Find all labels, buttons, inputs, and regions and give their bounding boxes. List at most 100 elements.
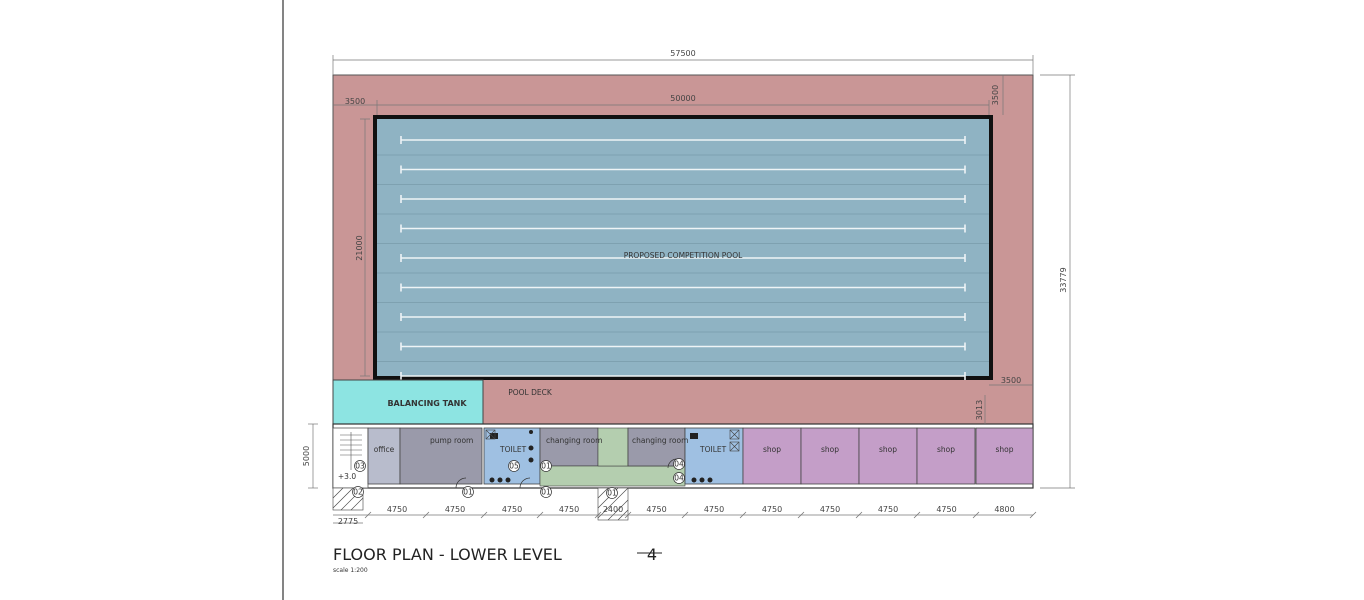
balancing-tank-label: BALANCING TANK [387, 399, 467, 408]
dim-tick [739, 511, 747, 519]
shop-room [858, 427, 918, 485]
door-tag: 01 [462, 486, 474, 498]
door-tag-label: 01 [541, 462, 551, 471]
dimension-lines [308, 55, 1075, 524]
dim-top-margin: 3500 [991, 85, 1000, 105]
bay-dimension: 4750 [820, 505, 840, 514]
cubicle-marks [485, 429, 740, 452]
corridor [539, 465, 686, 487]
office-room [367, 427, 401, 485]
dim-lower-left: 5000 [302, 446, 311, 466]
lane-rope [377, 195, 989, 215]
door-arc [455, 477, 467, 489]
pool-deck-label: POOL DECK [508, 388, 553, 397]
drawing-title: FLOOR PLAN - LOWER LEVEL [333, 545, 562, 564]
door-tag: 03 [354, 460, 366, 472]
door-tag-label: 04 [674, 460, 684, 469]
shop-room [800, 427, 860, 485]
dim-tick [624, 511, 632, 519]
dim-tick [422, 511, 430, 519]
pump-room [399, 427, 483, 485]
bay-dimension: 4750 [445, 505, 465, 514]
dim-tick [364, 511, 372, 519]
dim-tick [681, 511, 689, 519]
lane-rope [377, 136, 989, 156]
shop-label: shop [821, 445, 839, 454]
dim-tick [913, 511, 921, 519]
shop-room [742, 427, 802, 485]
dim-tick [1029, 511, 1037, 519]
dim-pool-length: 50000 [670, 94, 695, 103]
door-arc [519, 477, 531, 489]
pool-label: PROPOSED COMPETITION POOL [624, 251, 743, 260]
pool-lanes [377, 136, 989, 380]
lane-rope [377, 254, 989, 274]
door-tags: 03 02 01 01 05 01 01 04 04 [352, 458, 685, 499]
bay-dimension: 4750 [878, 505, 898, 514]
shop-label: shop [937, 445, 955, 454]
door-tag-label: 01 [541, 488, 551, 497]
dim-tick [536, 511, 544, 519]
dim-tick [594, 511, 602, 519]
lane-rope [377, 165, 989, 185]
door-tag: 02 [352, 486, 364, 498]
pump-room-label: pump room [430, 436, 473, 445]
changing-left-room [539, 427, 599, 467]
bay-dimension: 4750 [646, 505, 666, 514]
stair-treads [340, 432, 362, 470]
dim-tick [480, 511, 488, 519]
dim-tick [855, 511, 863, 519]
door-tag-label: 04 [674, 474, 684, 483]
dim-tick [797, 511, 805, 519]
changing-right-label: changing room [632, 436, 688, 445]
drawing-scale: scale 1:200 [333, 567, 368, 574]
stair-up-label: +3.0 [338, 472, 356, 481]
bay-dimension: 4750 [559, 505, 579, 514]
door-tag-label: 01 [607, 489, 617, 498]
dim-right-margin: 3500 [1001, 376, 1021, 385]
door-tag: 01 [540, 460, 552, 472]
shop-room [975, 427, 1034, 485]
bay-dimension: 4750 [704, 505, 724, 514]
door-tag-label: 02 [353, 488, 363, 497]
dim-overall-width: 57500 [670, 49, 695, 58]
bay-dimension: 4750 [936, 505, 956, 514]
lane-rope [400, 372, 966, 380]
balancing-tank-room [332, 379, 484, 425]
lane-rope [377, 342, 989, 362]
entrance-corridor [597, 427, 629, 467]
door-tag-label: 05 [509, 462, 519, 471]
bay-dimensions: 4750 4750 4750 4750 2400 4750 4750 4750 4750 4750… [387, 505, 1015, 514]
door-tag: 04 [673, 458, 685, 470]
door-tag: 04 [673, 472, 685, 484]
lane-rope [377, 313, 989, 333]
shop-label: shop [995, 445, 1013, 454]
door-tag: 05 [508, 460, 520, 472]
office-label: office [374, 445, 395, 454]
changing-left-label: changing room [546, 436, 602, 445]
door-tag: 01 [606, 487, 618, 499]
dim-left-margin: 3500 [345, 97, 365, 106]
bay-dimension: 4750 [502, 505, 522, 514]
shop-label: shop [763, 445, 781, 454]
door-tag-label: 03 [355, 462, 365, 471]
dim-deck-depth: 3013 [975, 400, 984, 420]
shop-room [916, 427, 976, 485]
sanitary-fixtures [489, 430, 713, 483]
dim-tick [972, 511, 980, 519]
toilet-left-label: TOILET [499, 445, 527, 454]
dim-bottom-first: 2775 [338, 517, 358, 526]
bay-dimension: 4750 [762, 505, 782, 514]
lane-rope [377, 224, 989, 244]
bay-dimension: 2400 [603, 505, 623, 514]
bay-dimension: 4800 [994, 505, 1014, 514]
bay-dimension: 4750 [387, 505, 407, 514]
lane-rope [377, 283, 989, 303]
competition-pool [377, 119, 989, 376]
dim-pool-width: 21000 [355, 235, 364, 260]
dim-overall-height: 33779 [1059, 267, 1068, 292]
door-tag-label: 01 [463, 488, 473, 497]
